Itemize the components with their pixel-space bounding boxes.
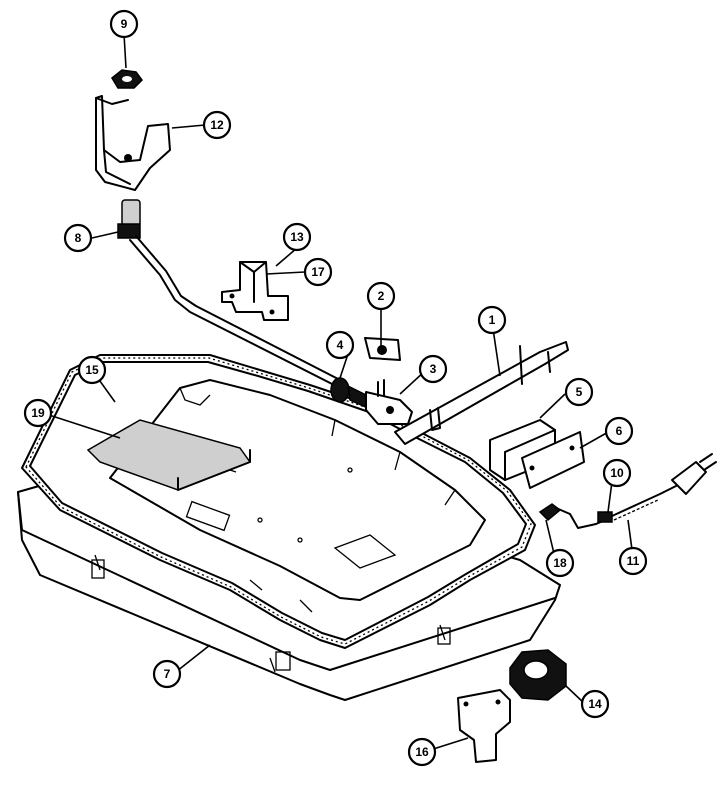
callout-8: 8 bbox=[63, 223, 93, 253]
callout-18-label: 18 bbox=[553, 556, 567, 570]
callout-1-label: 1 bbox=[489, 313, 496, 327]
gas-tube bbox=[129, 239, 341, 389]
callout-4-label: 4 bbox=[337, 338, 344, 352]
hex-nut bbox=[111, 69, 143, 89]
callout-4: 4 bbox=[325, 330, 355, 360]
igniter-bracket bbox=[394, 341, 569, 445]
burner-bracket bbox=[95, 95, 171, 191]
callout-9-label: 9 bbox=[121, 17, 128, 31]
callout-11: 11 bbox=[618, 546, 648, 576]
callout-19-label: 19 bbox=[31, 406, 45, 420]
callout-7: 7 bbox=[152, 659, 182, 689]
spark-module bbox=[489, 419, 585, 489]
orifice-fitting bbox=[117, 199, 141, 239]
power-cord bbox=[538, 453, 717, 529]
callout-17: 17 bbox=[303, 257, 333, 287]
insulation-pad bbox=[86, 419, 252, 491]
callout-3: 3 bbox=[418, 354, 448, 384]
callout-2-label: 2 bbox=[378, 289, 385, 303]
timer-switch bbox=[509, 649, 567, 701]
callout-6-label: 6 bbox=[616, 424, 623, 438]
callout-5: 5 bbox=[564, 377, 594, 407]
callout-8-label: 8 bbox=[75, 231, 82, 245]
callout-1: 1 bbox=[477, 305, 507, 335]
callout-11-label: 11 bbox=[627, 554, 640, 568]
callout-12: 12 bbox=[202, 110, 232, 140]
callout-10: 10 bbox=[602, 458, 632, 488]
callout-14-label: 14 bbox=[588, 697, 602, 711]
callout-12-label: 12 bbox=[210, 118, 224, 132]
callout-9: 9 bbox=[109, 9, 139, 39]
callout-13-label: 13 bbox=[290, 230, 304, 244]
callout-5-label: 5 bbox=[576, 385, 583, 399]
small-clip bbox=[364, 337, 401, 361]
callout-19: 19 bbox=[23, 398, 53, 428]
callout-15-label: 15 bbox=[85, 363, 99, 377]
callout-16: 16 bbox=[407, 737, 437, 767]
callout-3-label: 3 bbox=[430, 362, 437, 376]
callout-2: 2 bbox=[366, 281, 396, 311]
callout-15: 15 bbox=[77, 355, 107, 385]
callout-16-label: 16 bbox=[415, 745, 429, 759]
callout-18: 18 bbox=[545, 548, 575, 578]
callout-14: 14 bbox=[580, 689, 610, 719]
callout-17-label: 17 bbox=[311, 265, 325, 279]
callout-6: 6 bbox=[604, 416, 634, 446]
u-bracket bbox=[221, 261, 289, 321]
callout-10-label: 10 bbox=[610, 466, 624, 480]
mounting-bracket bbox=[457, 689, 511, 763]
callout-13: 13 bbox=[282, 222, 312, 252]
callout-7-label: 7 bbox=[164, 667, 171, 681]
